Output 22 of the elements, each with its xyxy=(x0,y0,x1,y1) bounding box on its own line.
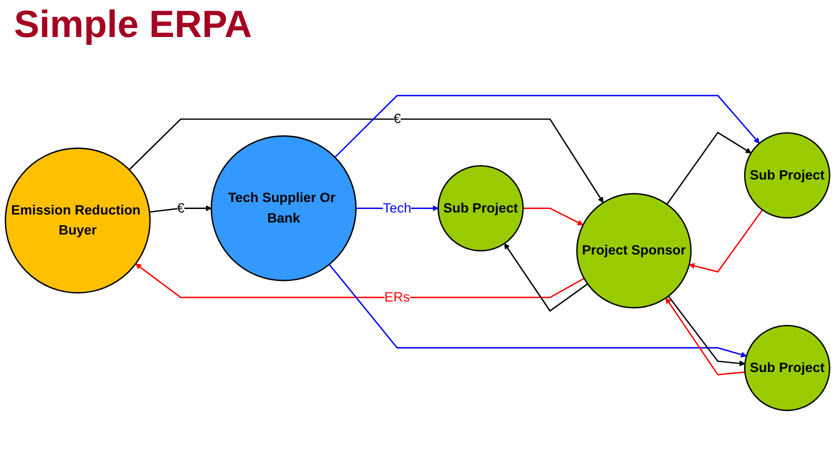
edge-label: € xyxy=(176,200,184,216)
edge-label: Tech xyxy=(382,200,412,216)
arrow xyxy=(688,209,763,273)
arrow xyxy=(523,208,584,226)
arrow xyxy=(334,94,760,158)
node-circle: Sub Project xyxy=(744,132,830,218)
arrow xyxy=(135,264,584,298)
node-circle: Tech Supplier Or Bank xyxy=(210,135,357,282)
arrow xyxy=(504,243,588,312)
node-circle: Emission Reduction Buyer xyxy=(4,148,151,294)
arrow xyxy=(128,118,604,203)
diagram-title: Simple ERPA xyxy=(14,4,252,47)
node-circle: Sub Project xyxy=(744,324,830,412)
node-circle: Project Sponsor xyxy=(576,193,692,308)
arrow xyxy=(328,264,747,358)
edge-label: € xyxy=(393,112,401,127)
arrow xyxy=(666,298,746,376)
arrow xyxy=(666,132,752,205)
edge-label: ERs xyxy=(384,290,410,305)
node-circle: Sub Project xyxy=(438,165,524,252)
arrow xyxy=(668,296,746,366)
arrow xyxy=(149,205,212,213)
